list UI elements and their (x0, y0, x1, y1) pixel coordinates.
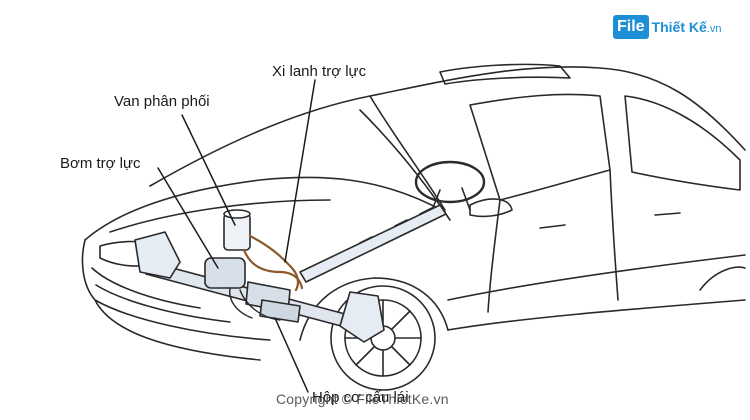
left-knuckle (134, 231, 181, 279)
label-power-cylinder: Xi lanh trợ lực (272, 63, 367, 80)
copyright-watermark: Copyright © FileThietKe.vn (276, 391, 449, 407)
logo-text: Thiết Kế.vn (652, 19, 722, 35)
watermark-logo: File Thiết Kế.vn (613, 14, 721, 40)
leader-distribution-valve (181, 114, 236, 226)
steering-system (134, 160, 486, 343)
logo-box: File (613, 15, 649, 39)
label-distribution-valve: Van phân phối (114, 93, 210, 110)
car-illustration (81, 63, 746, 391)
logo-text-main: Thiết Kế (651, 19, 707, 35)
steering-wheel (414, 160, 486, 204)
pump-body (204, 257, 246, 289)
hydraulic-hoses (242, 234, 304, 292)
steering-column (299, 204, 447, 283)
label-steering-gearbox: Hộp cơ cấu lái (312, 389, 409, 406)
right-knuckle (339, 291, 385, 343)
leader-power-cylinder (284, 79, 316, 263)
label-power-pump: Bơm trợ lực (60, 155, 141, 172)
leader-steering-gearbox (274, 317, 309, 393)
logo-suffix: .vn (706, 23, 722, 35)
leader-lines (157, 79, 316, 393)
fluid-reservoir (223, 213, 251, 251)
leader-power-pump (157, 167, 219, 269)
gearbox-body (259, 299, 301, 323)
